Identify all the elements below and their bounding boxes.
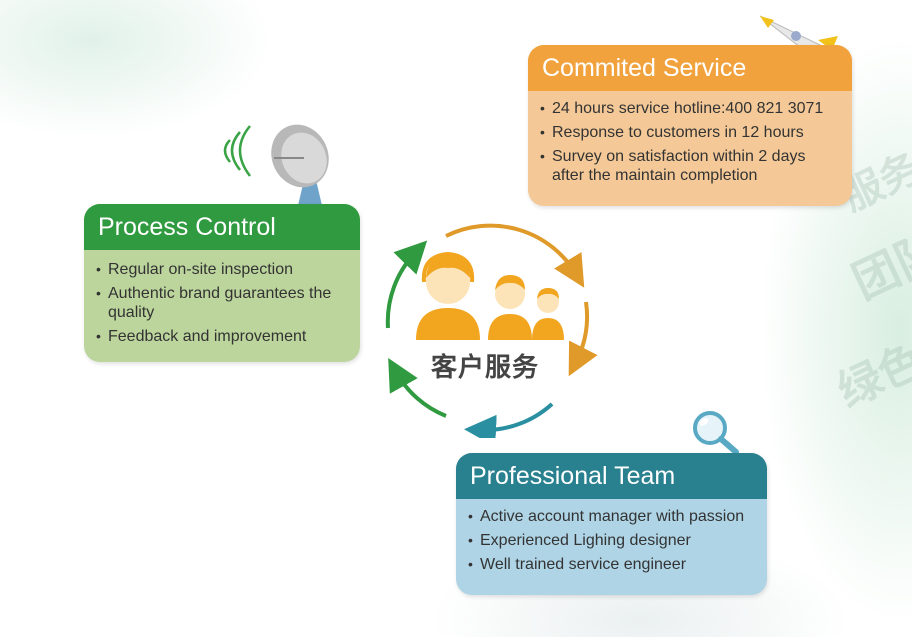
cycle-arrows-icon — [385, 223, 598, 438]
satellite-dish-icon — [223, 124, 329, 214]
list-item: Well trained service engineer — [468, 555, 767, 574]
list-item: Authentic brand guarantees the quality — [96, 284, 338, 322]
professional-team-list: Active account manager with passion Expe… — [456, 499, 767, 574]
center-label: 客户服务 — [431, 353, 540, 383]
professional-team-title: Professional Team — [456, 453, 767, 499]
process-control-card: Process Control Regular on-site inspecti… — [84, 204, 360, 362]
headset-people-icon — [416, 251, 564, 340]
committed-service-title: Commited Service — [528, 45, 852, 91]
magnifier-icon — [693, 411, 739, 455]
list-item: Experienced Lighing designer — [468, 531, 767, 550]
process-control-title: Process Control — [84, 204, 360, 250]
list-item: 24 hours service hotline:400 821 3071 — [540, 99, 852, 118]
list-item: Survey on satisfaction within 2 days aft… — [540, 147, 832, 185]
process-control-list: Regular on-site inspection Authentic bra… — [84, 250, 360, 346]
list-item: Regular on-site inspection — [96, 260, 360, 279]
committed-service-list: 24 hours service hotline:400 821 3071 Re… — [528, 91, 852, 185]
list-item: Response to customers in 12 hours — [540, 123, 852, 142]
list-item: Active account manager with passion — [468, 507, 767, 526]
list-item: Feedback and improvement — [96, 327, 360, 346]
professional-team-card: Professional Team Active account manager… — [456, 453, 767, 595]
committed-service-card: Commited Service 24 hours service hotlin… — [528, 45, 852, 206]
